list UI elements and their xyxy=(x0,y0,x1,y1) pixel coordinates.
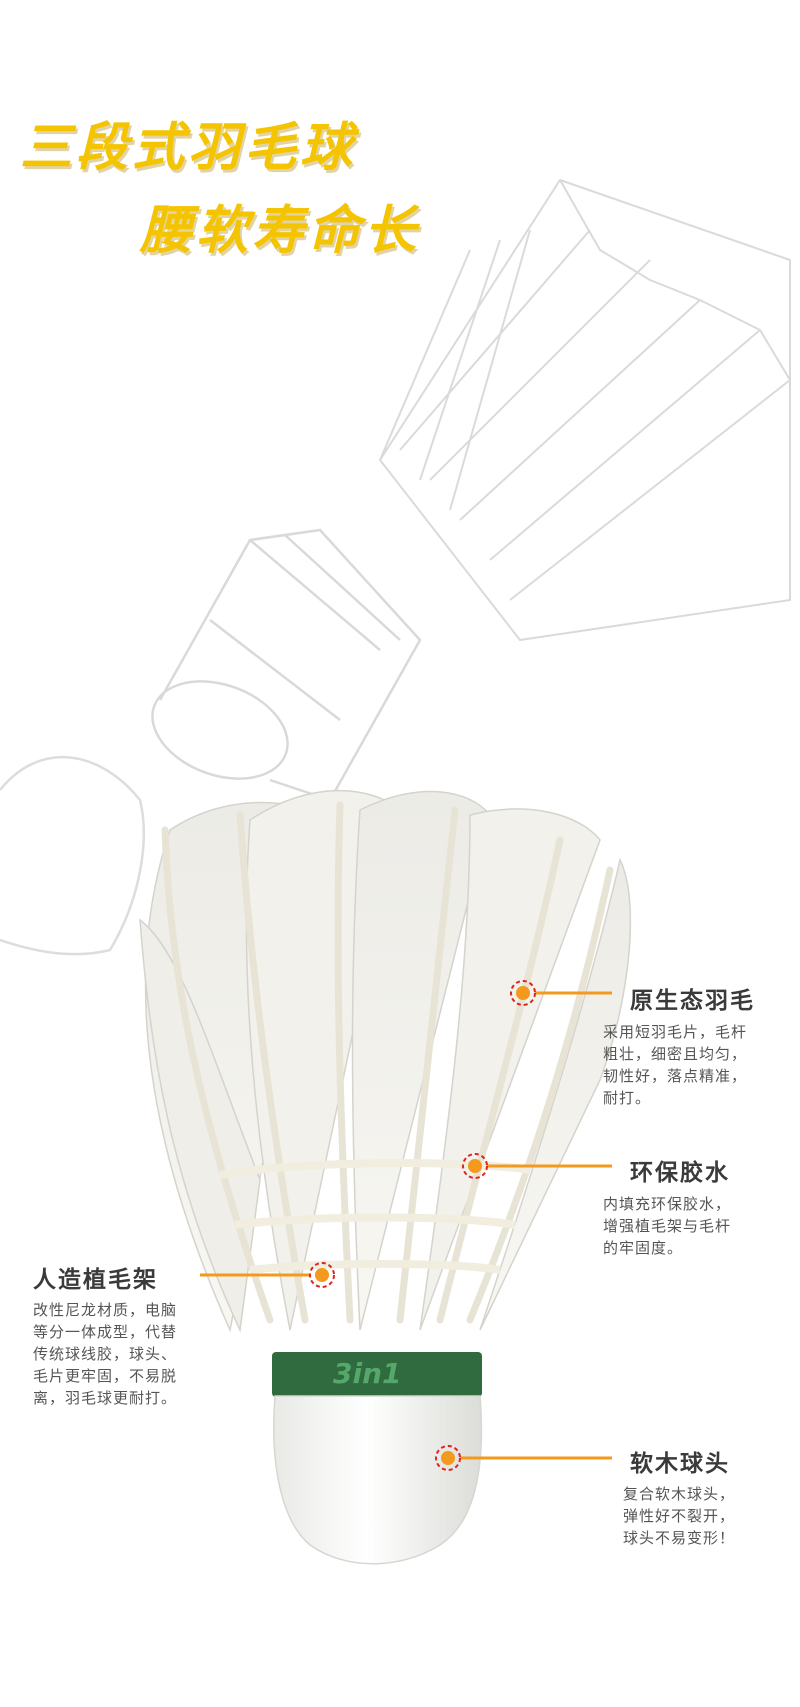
desc-line: 韧性好，落点精准， xyxy=(603,1067,748,1085)
callout-cork-head-desc: 复合软木球头， 弹性好不裂开， 球头不易变形！ xyxy=(623,1483,735,1549)
feather-shafts xyxy=(161,801,614,1324)
callout-artificial-holder: 人造植毛架 xyxy=(33,1260,158,1302)
desc-line: 弹性好不裂开， xyxy=(623,1507,736,1525)
headline-line-1: 三段式羽毛球 xyxy=(20,118,357,178)
cork-head xyxy=(273,1395,483,1565)
desc-line: 球头不易变形！ xyxy=(623,1529,736,1547)
desc-line: 粗壮，细密且均匀， xyxy=(603,1045,748,1063)
headline-line-2: 腰软寿命长 xyxy=(140,201,421,261)
callout-description: 改性尼龙材质，电脑 等分一体成型，代替 传统球线胶，球头、 毛片更牢固，不易脱 … xyxy=(33,1299,177,1409)
desc-line: 离，羽毛球更耐打。 xyxy=(33,1389,178,1407)
desc-line: 传统球线胶，球头、 xyxy=(33,1345,178,1363)
callout-description: 复合软木球头， 弹性好不裂开， 球头不易变形！ xyxy=(623,1483,735,1549)
callout-title: 环保胶水 xyxy=(630,1160,730,1186)
desc-line: 增强植毛架与毛杆 xyxy=(603,1217,732,1235)
desc-line: 等分一体成型，代替 xyxy=(33,1323,178,1341)
background-shuttlecock-sketch-cork xyxy=(0,755,145,956)
callout-markers xyxy=(200,980,612,1471)
band-label: 3in1 xyxy=(333,1357,402,1390)
background-shuttlecock-sketch-small xyxy=(151,528,422,802)
callout-title: 原生态羽毛 xyxy=(630,988,755,1014)
desc-line: 毛片更牢固，不易脱 xyxy=(33,1367,178,1385)
callout-description: 采用短羽毛片，毛杆 粗壮，细密且均匀， 韧性好，落点精准， 耐打。 xyxy=(603,1021,747,1109)
desc-line: 内填充环保胶水， xyxy=(603,1195,732,1213)
desc-line: 复合软木球头， xyxy=(623,1485,736,1503)
callout-eco-glue: 环保胶水 xyxy=(630,1153,730,1195)
callout-natural-feather: 原生态羽毛 xyxy=(630,981,755,1023)
desc-line: 采用短羽毛片，毛杆 xyxy=(603,1023,748,1041)
callout-artificial-holder-desc: 改性尼龙材质，电脑 等分一体成型，代替 传统球线胶，球头、 毛片更牢固，不易脱 … xyxy=(33,1299,177,1409)
background-shuttlecock-sketch-large xyxy=(378,178,791,642)
callout-cork-head: 软木球头 xyxy=(630,1444,730,1486)
desc-line: 耐打。 xyxy=(603,1089,652,1107)
shuttlecock-feathers xyxy=(139,789,632,1333)
band xyxy=(272,1352,482,1397)
callout-natural-feather-desc: 采用短羽毛片，毛杆 粗壮，细密且均匀， 韧性好，落点精准， 耐打。 xyxy=(603,1021,747,1109)
callout-eco-glue-desc: 内填充环保胶水， 增强植毛架与毛杆 的牢固度。 xyxy=(603,1193,731,1259)
callout-title: 人造植毛架 xyxy=(33,1267,158,1293)
callout-title: 软木球头 xyxy=(630,1451,730,1477)
callout-description: 内填充环保胶水， 增强植毛架与毛杆 的牢固度。 xyxy=(603,1193,731,1259)
desc-line: 的牢固度。 xyxy=(603,1239,684,1257)
desc-line: 改性尼龙材质，电脑 xyxy=(33,1301,178,1319)
